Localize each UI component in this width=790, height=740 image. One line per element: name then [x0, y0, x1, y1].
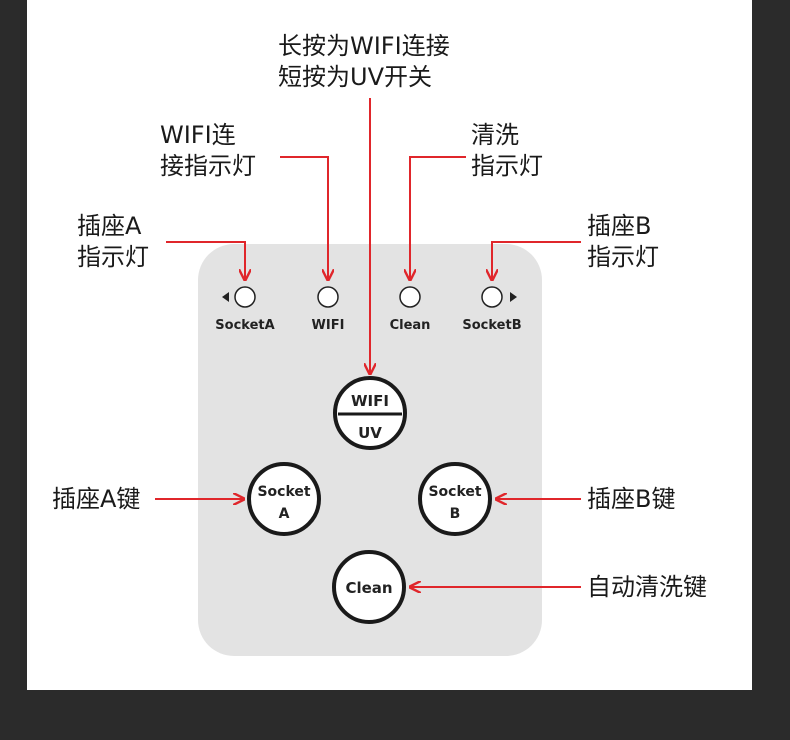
callout-arrows — [155, 98, 581, 587]
socket-a-led — [234, 286, 256, 308]
callout-line: 指示灯 — [587, 243, 659, 271]
callout-wifi-indicator: WIFI连 接指示灯 — [160, 120, 256, 182]
callout-line: 短按为UV开关 — [278, 63, 432, 91]
socket-a-button[interactable]: Socket A — [247, 462, 321, 536]
clean-indicator: Clean — [390, 286, 431, 333]
callout-socket-a-button: 插座A键 — [52, 484, 140, 515]
arrow-clean-indicator — [410, 156, 466, 280]
clean-indicator-label: Clean — [390, 318, 431, 333]
callout-line: 清洗 — [471, 121, 519, 149]
callout-line: WIFI连 — [160, 121, 236, 149]
socket-a-indicator: SocketA — [215, 286, 275, 333]
socket-b-indicator: SocketB — [462, 286, 522, 333]
clean-button[interactable]: Clean — [332, 550, 406, 624]
socket-b-button-line2: B — [450, 506, 461, 522]
socket-b-indicator-label: SocketB — [462, 318, 521, 333]
socket-a-button-line1: Socket — [257, 484, 310, 500]
callout-clean-indicator: 清洗 指示灯 — [471, 120, 543, 182]
callout-line: 插座A — [77, 212, 142, 240]
arrow-wifi-indicator — [280, 156, 328, 280]
callout-line: 自动清洗键 — [587, 573, 707, 601]
socket-b-button[interactable]: Socket B — [418, 462, 492, 536]
arrow-socket-a-indicator — [166, 241, 245, 280]
wifi-uv-button-top: WIFI — [351, 392, 389, 410]
callout-socket-a-indicator: 插座A 指示灯 — [77, 211, 149, 273]
callout-line: 插座B键 — [587, 485, 676, 513]
wifi-uv-button-bottom: UV — [358, 424, 382, 442]
callout-wifi-uv: 长按为WIFI连接 短按为UV开关 — [278, 31, 450, 93]
clean-led — [399, 286, 421, 308]
callout-line: 指示灯 — [471, 152, 543, 180]
callout-line: 长按为WIFI连接 — [278, 32, 450, 60]
clean-button-label: Clean — [345, 579, 392, 597]
callout-socket-b-indicator: 插座B 指示灯 — [587, 211, 659, 273]
left-triangle-icon — [222, 292, 229, 302]
arrow-socket-b-indicator — [492, 241, 581, 280]
wifi-indicator-label: WIFI — [312, 318, 345, 333]
socket-b-button-line1: Socket — [428, 484, 481, 500]
wifi-indicator: WIFI — [312, 286, 345, 333]
callout-socket-b-button: 插座B键 — [587, 484, 675, 515]
callout-clean-button: 自动清洗键 — [587, 572, 707, 603]
callout-line: 接指示灯 — [160, 152, 256, 180]
callout-line: 插座A键 — [52, 485, 141, 513]
wifi-led — [317, 286, 339, 308]
callout-line: 插座B — [587, 212, 652, 240]
socket-a-indicator-label: SocketA — [215, 318, 274, 333]
right-triangle-icon — [510, 292, 517, 302]
wifi-uv-button[interactable]: WIFI UV — [333, 376, 407, 450]
socket-a-button-line2: A — [279, 506, 290, 522]
callout-line: 指示灯 — [77, 243, 149, 271]
socket-b-led — [481, 286, 503, 308]
